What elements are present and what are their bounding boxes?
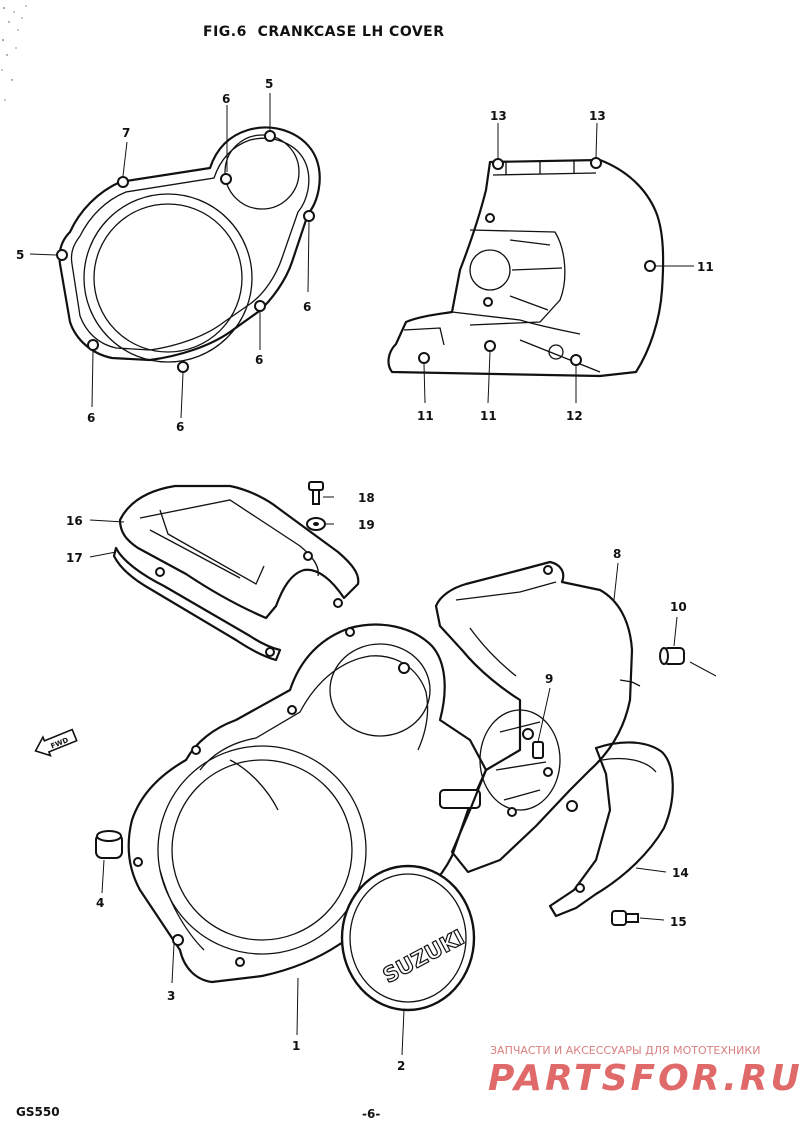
watermark-brand: PARTSFOR.RU <box>488 1058 800 1099</box>
figure-title: FIG.6 CRANKCASE LH COVER <box>203 24 445 40</box>
callout-13-left: 13 <box>490 109 507 123</box>
callout-6-right: 6 <box>303 300 311 314</box>
callout-6-bottom-left: 6 <box>87 411 95 425</box>
scan-noise <box>1 5 27 101</box>
callout-17: 17 <box>66 551 83 565</box>
dowel-pin-10 <box>659 647 685 665</box>
inner-cover <box>387 157 665 378</box>
callout-11-right: 11 <box>697 260 714 274</box>
callout-6-mid: 6 <box>255 353 263 367</box>
callout-3: 3 <box>167 989 175 1003</box>
callout-2: 2 <box>397 1059 405 1073</box>
callout-4: 4 <box>96 896 104 910</box>
forward-direction-arrow: FWD <box>34 728 78 757</box>
callout-10: 10 <box>670 600 687 614</box>
callout-9: 9 <box>545 672 553 686</box>
starter-cover-gasket <box>112 546 282 662</box>
callout-6-top: 6 <box>222 92 230 106</box>
page-number: -6- <box>362 1107 380 1121</box>
callout-19: 19 <box>358 518 375 532</box>
callout-18: 18 <box>358 491 375 505</box>
watermark-tagline: ЗАПЧАСТИ И АКСЕССУАРЫ ДЛЯ МОТОТЕХНИКИ <box>490 1044 760 1057</box>
callout-8: 8 <box>613 547 621 561</box>
dowel-pin-4 <box>95 830 123 859</box>
callout-5-left: 5 <box>16 248 24 262</box>
bolt-15 <box>611 910 639 926</box>
callout-labels: 5 6 7 5 6 6 6 6 13 13 11 11 11 12 18 19 … <box>16 77 714 1073</box>
crankcase-lh-cover <box>127 623 488 984</box>
callout-13-right: 13 <box>589 109 606 123</box>
leader-lines <box>29 93 694 1056</box>
suzuki-inspection-cap: SUZUKI <box>340 864 476 1012</box>
callout-7: 7 <box>122 126 130 140</box>
callout-11-mid: 11 <box>480 409 497 423</box>
bolt-18 <box>308 481 324 505</box>
callout-14: 14 <box>672 866 689 880</box>
watermark: ЗАПЧАСТИ И АКСЕССУАРЫ ДЛЯ МОТОТЕХНИКИ PA… <box>488 1044 800 1099</box>
gear-shift-cover <box>434 560 641 874</box>
chain-guard <box>548 741 674 918</box>
starter-motor-cover <box>118 484 360 620</box>
callout-16: 16 <box>66 514 83 528</box>
callout-15: 15 <box>670 915 687 929</box>
callout-12: 12 <box>566 409 583 423</box>
washer-19 <box>306 517 326 531</box>
callout-6-bottom: 6 <box>176 420 184 434</box>
model-code: GS550 <box>16 1105 60 1119</box>
callout-1: 1 <box>292 1039 300 1053</box>
callout-5-top: 5 <box>265 77 273 91</box>
cover-gasket <box>56 126 321 373</box>
callout-11-left: 11 <box>417 409 434 423</box>
